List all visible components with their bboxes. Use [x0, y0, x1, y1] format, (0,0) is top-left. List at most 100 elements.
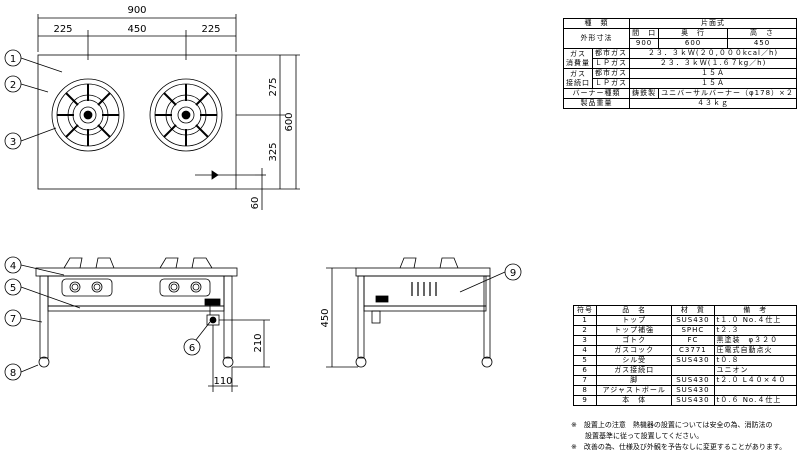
- table-cell: t０.８: [713, 355, 797, 366]
- dim-depth-lower: 325: [268, 142, 279, 161]
- parts-header-name: 品 名: [596, 305, 673, 316]
- dim-depth-upper: 275: [268, 77, 279, 96]
- spec-connection-label: ガス 接続口: [562, 68, 594, 89]
- dim-gas-inlet-height: 210: [253, 333, 264, 352]
- dim-offset-60: 60: [250, 197, 261, 210]
- spec-connection-lp: １５Ａ: [629, 78, 797, 89]
- balloon-1: [4, 49, 22, 67]
- table-cell: t０.６ No.４仕上: [713, 395, 797, 406]
- spec-col-height: 高 さ: [727, 28, 797, 39]
- table-cell: 本 体: [596, 395, 673, 406]
- table-cell: t２.３: [713, 325, 797, 336]
- side-view: 450: [320, 257, 506, 368]
- balloon-label-5: 5: [10, 283, 16, 294]
- burner-left: [51, 78, 125, 152]
- table-cell: 5: [572, 355, 598, 366]
- table-cell: SUS430: [671, 375, 715, 386]
- table-cell: ガス接続口: [596, 365, 673, 376]
- spec-weight-value: ４３ｋｇ: [629, 98, 797, 109]
- note-line-3: ※ 改善の為、仕様及び外観を予告なしに変更することがあります。: [571, 443, 787, 451]
- spec-outer-dims-label: 外形寸法: [562, 28, 631, 49]
- balloon-label-7: 7: [10, 314, 16, 325]
- spec-weight-label: 製品重量: [562, 98, 631, 109]
- balloon-label-6: 6: [189, 343, 195, 354]
- table-cell: トップ補強: [596, 325, 673, 336]
- note-line-1: ※ 設置上の注意 熱機器の設置については安全の為、消防法の: [571, 421, 773, 429]
- dim-segment-right: 225: [201, 24, 220, 35]
- balloon-label-2: 2: [10, 80, 16, 91]
- table-cell: 黒塗装 φ３２０: [713, 335, 797, 346]
- spec-city-gas-label-2: 都市ガス: [592, 68, 631, 79]
- balloon-group: [4, 49, 522, 381]
- top-view: 900 225 450 225: [20, 5, 300, 210]
- balloon-2: [4, 75, 22, 93]
- front-view: 210 110: [20, 257, 270, 392]
- table-cell: シル受: [596, 355, 673, 366]
- table-row: 1 トップ SUS430 t１.０ No.４仕上: [572, 315, 797, 326]
- dim-gas-inlet-offset: 110: [213, 376, 232, 387]
- table-cell: 圧電式自動点火: [713, 345, 797, 356]
- table-cell: C3771: [671, 345, 715, 356]
- spec-val-width: 900: [629, 38, 660, 49]
- notes: ※ 設置上の注意 熱機器の設置については安全の為、消防法の 設置基準に従って設置…: [571, 420, 799, 453]
- table-row: 9 本 体 SUS430 t０.６ No.４仕上: [572, 395, 797, 406]
- balloon-label-3: 3: [10, 137, 16, 148]
- table-cell: ガスコック: [596, 345, 673, 356]
- burner-right: [149, 78, 223, 152]
- spec-connection-city: １５Ａ: [629, 68, 797, 79]
- table-cell: SUS430: [671, 355, 715, 366]
- table-cell: アジャストボール: [596, 385, 673, 396]
- table-cell: t１.０ No.４仕上: [713, 315, 797, 326]
- spec-col-width: 間 口: [629, 28, 660, 39]
- table-cell: [713, 385, 797, 396]
- parts-header-material: 材 質: [671, 305, 715, 316]
- balloon-label-8: 8: [10, 368, 16, 379]
- table-cell: SPHC: [671, 325, 715, 336]
- spec-table: 種 類 片面式 外形寸法 間 口 奥 行 高 さ 900 600 450 ガス …: [562, 18, 797, 109]
- spec-val-height: 450: [727, 38, 797, 49]
- balloon-label-4: 4: [10, 261, 16, 272]
- table-cell: 3: [572, 335, 598, 346]
- note-line-2: 設置基準に従って設置してください。: [571, 432, 704, 440]
- balloon-5: [4, 278, 22, 296]
- table-row: 8 アジャストボール SUS430: [572, 385, 797, 396]
- table-cell: 7: [572, 375, 598, 386]
- table-row: 6 ガス接続口 ユニオン: [572, 365, 797, 376]
- table-cell: 6: [572, 365, 598, 376]
- parts-header-code: 符号: [572, 305, 598, 316]
- spec-val-depth: 600: [658, 38, 729, 49]
- spec-col-depth: 奥 行: [658, 28, 729, 39]
- table-row: 4 ガスコック C3771 圧電式自動点火: [572, 345, 797, 356]
- table-cell: 8: [572, 385, 598, 396]
- balloon-3: [4, 132, 22, 150]
- spec-burner-value: ユニバーサルバーナー（φ178）×２: [658, 88, 797, 99]
- dim-overall-width: 900: [127, 5, 146, 16]
- parts-header-remarks: 備 考: [713, 305, 797, 316]
- table-cell: 脚: [596, 375, 673, 386]
- table-cell: SUS430: [671, 385, 715, 396]
- balloon-8: [4, 363, 22, 381]
- table-row: 5 シル受 SUS430 t０.８: [572, 355, 797, 366]
- table-row: 7 脚 SUS430 t２.０ L４０×４０: [572, 375, 797, 386]
- spec-lp-gas-label-2: ＬＰガス: [592, 78, 631, 89]
- table-cell: ゴトク: [596, 335, 673, 346]
- spec-consumption-city: ２３．３ｋＷ(２０,０００kcal／h): [629, 48, 797, 59]
- table-cell: 9: [572, 395, 598, 406]
- table-row: 2 トップ補強 SPHC t２.３: [572, 325, 797, 336]
- table-cell: 2: [572, 325, 598, 336]
- balloon-label-1: 1: [10, 54, 16, 65]
- spec-burner-material: 鋳鉄製: [629, 88, 660, 99]
- spec-burner-label: バーナー種類: [562, 88, 631, 99]
- table-cell: 1: [572, 315, 598, 326]
- dim-segment-middle: 450: [127, 24, 146, 35]
- table-cell: 4: [572, 345, 598, 356]
- table-cell: t２.０ L４０×４０: [713, 375, 797, 386]
- balloon-label-9: 9: [510, 268, 516, 279]
- dim-depth-total: 600: [284, 112, 295, 131]
- balloon-7: [4, 309, 22, 327]
- table-cell: ユニオン: [713, 365, 797, 376]
- table-cell: SUS430: [671, 315, 715, 326]
- spec-gas-consumption-label: ガス 消費量: [562, 48, 594, 69]
- table-cell: [671, 365, 715, 376]
- table-cell: FC: [671, 335, 715, 346]
